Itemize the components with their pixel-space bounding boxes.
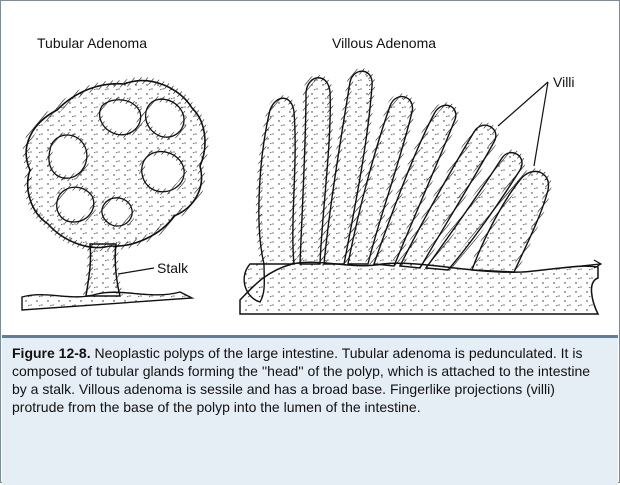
caption-text: Neoplastic polyps of the large intestine…	[12, 345, 590, 415]
tubular-adenoma-title: Tubular Adenoma	[37, 35, 147, 51]
polyp-drawing	[2, 2, 618, 332]
figure-caption: Figure 12-8. Neoplastic polyps of the la…	[12, 344, 608, 416]
tubular-stalk-epithelium-left	[86, 244, 91, 296]
stalk-label: Stalk	[157, 260, 188, 276]
polyp-illustration: Tubular Adenoma Villous Adenoma Villi St…	[2, 2, 618, 332]
villous-base	[240, 262, 598, 314]
villi-pointer-2	[534, 82, 548, 166]
figure-number: Figure 12-8.	[12, 345, 91, 361]
villi-label: Villi	[553, 74, 575, 90]
villi-pointer-1	[498, 82, 548, 126]
villous-adenoma-title: Villous Adenoma	[332, 35, 436, 51]
tubular-stalk-epithelium-right	[115, 244, 120, 296]
caption-box: Figure 12-8. Neoplastic polyps of the la…	[2, 335, 618, 485]
stalk-pointer	[118, 268, 154, 274]
villous-adenoma	[240, 71, 601, 314]
